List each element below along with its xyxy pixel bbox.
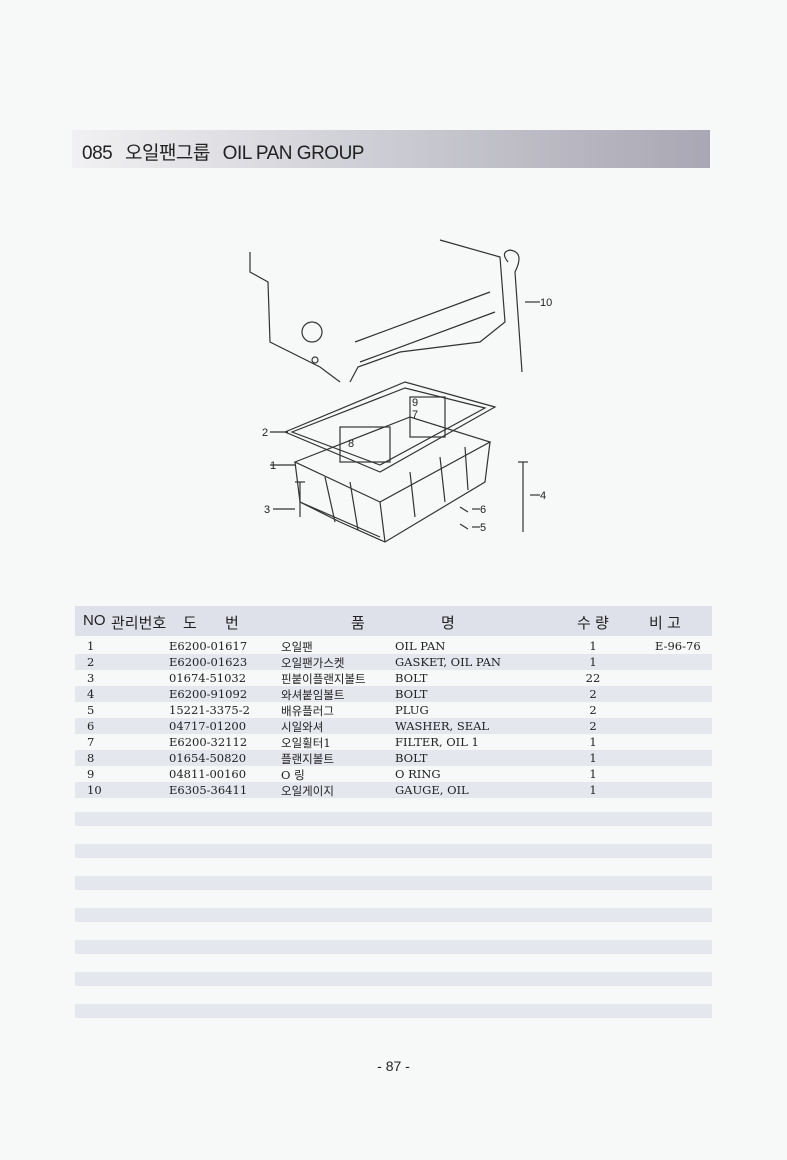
cell-qty: 1 <box>589 751 597 765</box>
cell-code: E6200-01623 <box>169 655 248 669</box>
cell-qty: 2 <box>589 719 597 733</box>
table-row: 1 E6200-01617 오일팬 OIL PAN 1 E-96-76 <box>75 638 712 654</box>
table-row: 10 E6305-36411 오일게이지 GAUGE, OIL 1 <box>75 782 712 798</box>
table-row: 7 E6200-32112 오일휠터1 FILTER, OIL 1 1 <box>75 734 712 750</box>
header-no: NO <box>83 612 106 629</box>
cell-qty: 2 <box>589 703 597 717</box>
cell-remark: E-96-76 <box>655 639 701 653</box>
table-row: 9 04811-00160 O 링 O RING 1 <box>75 766 712 782</box>
table-row: 4 E6200-91092 와셔붙임볼트 BOLT 2 <box>75 686 712 702</box>
cell-korean-name: 플랜지볼트 <box>281 752 334 766</box>
cell-english-name: O RING <box>395 767 441 781</box>
diagram-label-3: 3 <box>264 504 270 516</box>
cell-korean-name: 시일와셔 <box>281 720 324 734</box>
cell-english-name: PLUG <box>395 703 429 717</box>
cell-code: 04811-00160 <box>169 767 247 781</box>
cell-code: 01674-51032 <box>169 671 247 685</box>
header-name-2: 명 <box>441 615 455 632</box>
empty-table-rows <box>75 812 712 1036</box>
cell-english-name: FILTER, OIL 1 <box>395 735 479 749</box>
diagram-label-2: 2 <box>262 427 268 439</box>
empty-row <box>75 812 712 826</box>
parts-table: 1 E6200-01617 오일팬 OIL PAN 1 E-96-76 2 E6… <box>75 638 712 798</box>
diagram-label-4: 4 <box>540 490 546 502</box>
cell-code: E6200-91092 <box>169 687 248 701</box>
cell-english-name: WASHER, SEAL <box>395 719 490 733</box>
table-row: 6 04717-01200 시일와셔 WASHER, SEAL 2 <box>75 718 712 734</box>
cell-english-name: BOLT <box>395 671 428 685</box>
cell-english-name: BOLT <box>395 687 428 701</box>
page-number: - 87 - <box>377 1058 410 1074</box>
cell-korean-name: 오일게이지 <box>281 784 334 798</box>
cell-qty: 1 <box>589 767 597 781</box>
cell-english-name: OIL PAN <box>395 639 446 653</box>
cell-no: 7 <box>87 735 95 749</box>
cell-no: 10 <box>87 783 102 797</box>
empty-row <box>75 972 712 986</box>
diagram-label-10: 10 <box>540 297 552 309</box>
oil-pan-exploded-diagram: 1 2 3 4 5 6 7 8 9 10 <box>249 239 552 543</box>
cell-code: E6200-01617 <box>169 639 248 653</box>
cell-qty: 1 <box>589 783 597 797</box>
diagram-label-5: 5 <box>480 522 486 534</box>
cell-qty: 1 <box>589 655 597 669</box>
section-title-bar: 085 오일팬그룹 OIL PAN GROUP <box>72 130 710 168</box>
cell-no: 5 <box>87 703 95 717</box>
table-row: 2 E6200-01623 오일팬가스켓 GASKET, OIL PAN 1 <box>75 654 712 670</box>
header-dwg-1: 도 <box>183 615 197 632</box>
cell-no: 9 <box>87 767 95 781</box>
cell-code: E6305-36411 <box>169 783 248 797</box>
cell-no: 1 <box>87 639 95 653</box>
cell-korean-name: 오일휠터1 <box>281 736 331 750</box>
table-header: NO 관리번호 도 번 품 명 수 량 비 고 <box>75 606 712 636</box>
cell-english-name: GASKET, OIL PAN <box>395 655 501 669</box>
cell-code: 04717-01200 <box>169 719 247 733</box>
cell-korean-name: 오일팬 <box>281 640 313 654</box>
diagram-label-1: 1 <box>270 460 276 472</box>
diagram-label-6: 6 <box>480 504 486 516</box>
cell-qty: 1 <box>589 639 597 653</box>
table-row: 3 01674-51032 핀붙이플랜지볼트 BOLT 22 <box>75 670 712 686</box>
cell-qty: 22 <box>585 671 601 685</box>
cell-code: E6200-32112 <box>169 735 248 749</box>
cell-korean-name: 배유플러그 <box>281 704 334 718</box>
cell-code: 01654-50820 <box>169 751 247 765</box>
cell-no: 2 <box>87 655 95 669</box>
header-name-1: 품 <box>351 615 365 632</box>
cell-korean-name: 핀붙이플랜지볼트 <box>281 672 366 686</box>
empty-row <box>75 1004 712 1018</box>
cell-english-name: GAUGE, OIL <box>395 783 469 797</box>
empty-row <box>75 876 712 890</box>
cell-qty: 1 <box>589 735 597 749</box>
header-mgmt: 관리번호 <box>111 615 167 632</box>
cell-no: 6 <box>87 719 95 733</box>
cell-english-name: BOLT <box>395 751 428 765</box>
diagram-label-9: 9 <box>412 397 418 409</box>
diagram-label-7: 7 <box>412 409 418 421</box>
section-number: 085 <box>82 143 113 164</box>
diagram-label-8: 8 <box>348 438 354 450</box>
cell-korean-name: O 링 <box>281 768 305 782</box>
cell-no: 3 <box>87 671 95 685</box>
header-qty: 수 량 <box>577 615 609 632</box>
section-title: 085 오일팬그룹 OIL PAN GROUP <box>82 138 372 165</box>
section-title-korean: 오일팬그룹 <box>124 143 210 164</box>
empty-row <box>75 940 712 954</box>
cell-korean-name: 와셔붙임볼트 <box>281 688 345 702</box>
section-title-english: OIL PAN GROUP <box>222 143 365 164</box>
cell-qty: 2 <box>589 687 597 701</box>
cell-no: 4 <box>87 687 95 701</box>
empty-row <box>75 844 712 858</box>
cell-no: 8 <box>87 751 95 765</box>
table-row: 8 01654-50820 플랜지볼트 BOLT 1 <box>75 750 712 766</box>
cell-code: 15221-3375-2 <box>169 703 250 717</box>
empty-row <box>75 908 712 922</box>
table-row: 5 15221-3375-2 배유플러그 PLUG 2 <box>75 702 712 718</box>
cell-korean-name: 오일팬가스켓 <box>281 656 345 670</box>
header-remark: 비 고 <box>649 615 681 632</box>
header-dwg-2: 번 <box>225 615 239 632</box>
